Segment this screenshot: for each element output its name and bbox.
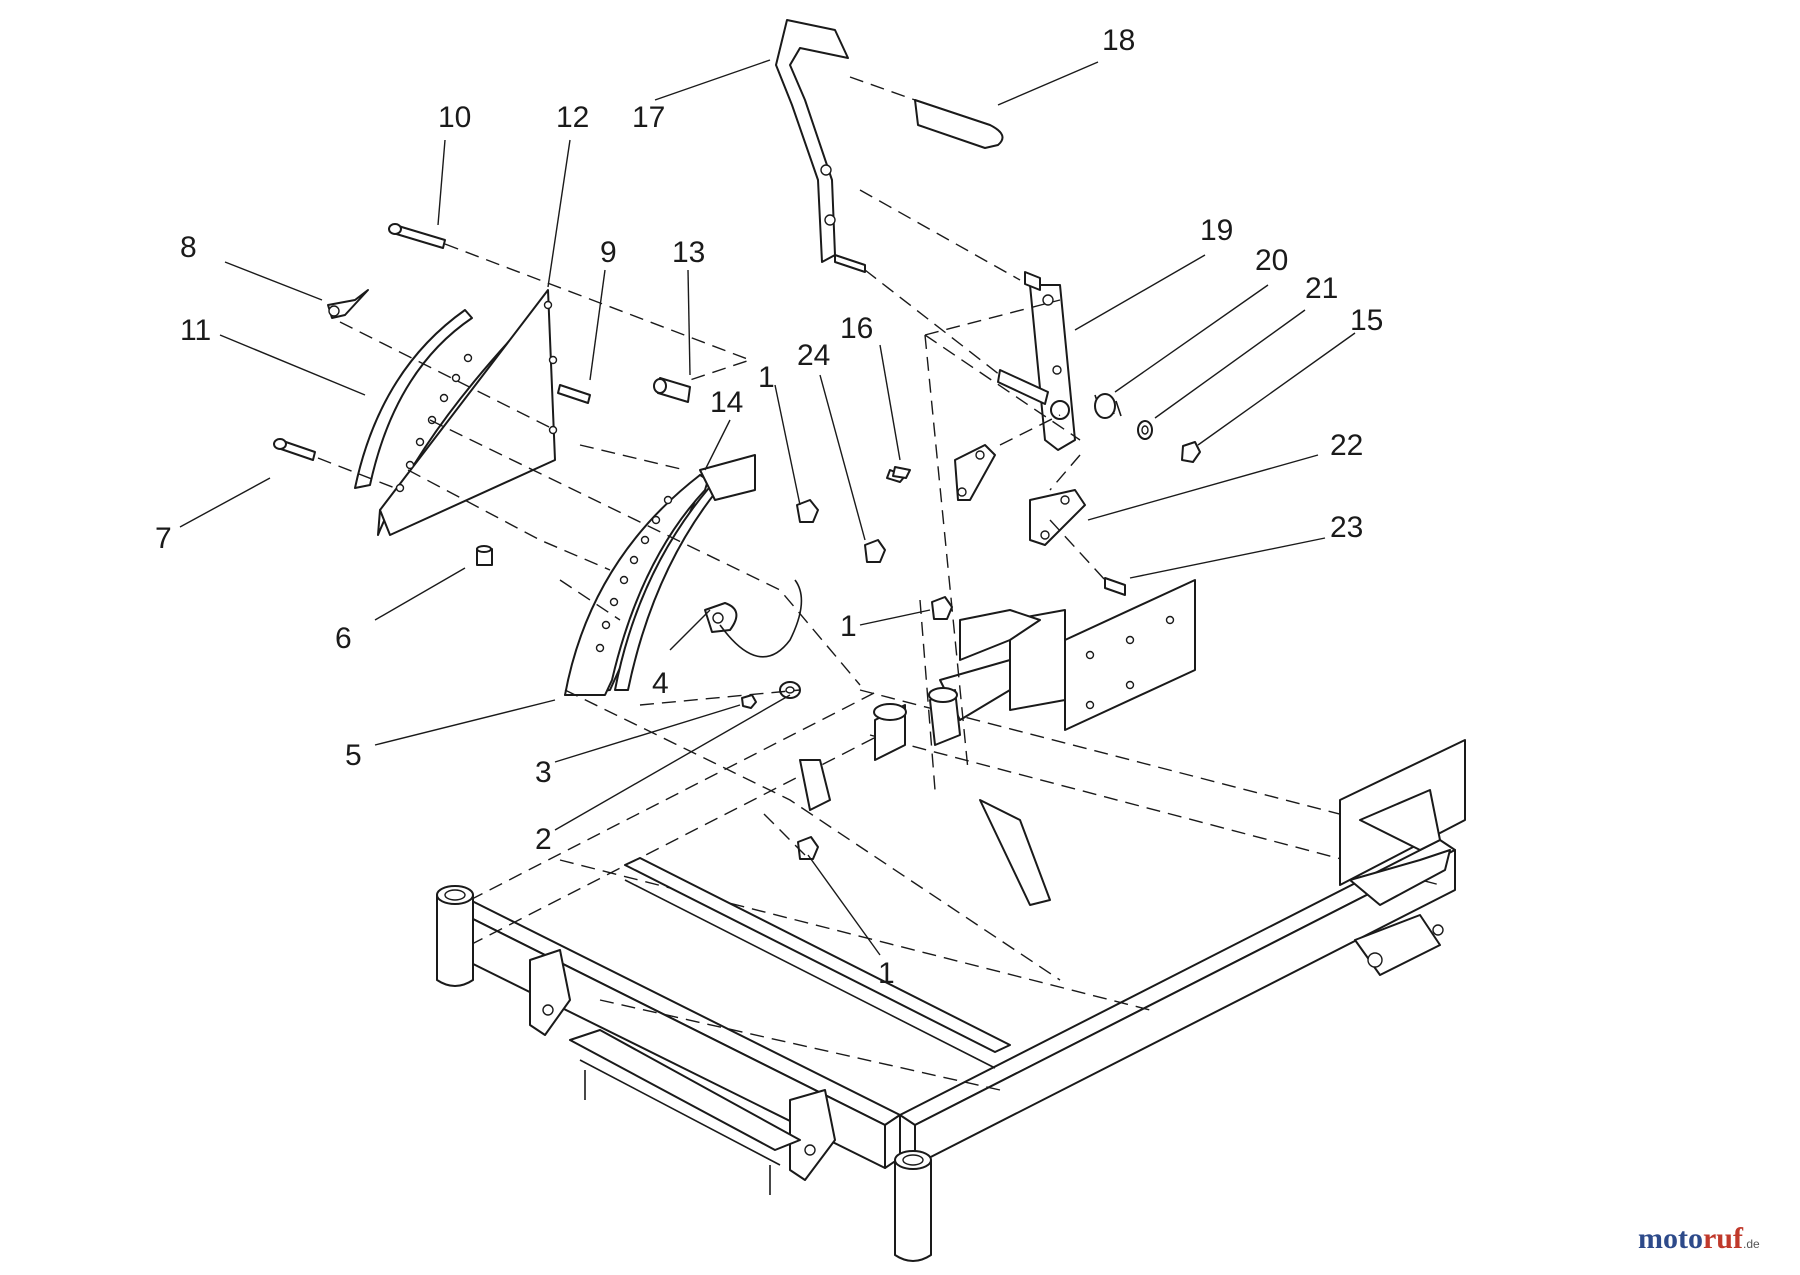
frame-assembly — [436, 689, 1466, 1262]
callout-13: 13 — [672, 236, 705, 269]
watermark-logo: motoruf.de — [1638, 1222, 1760, 1256]
callout-24: 24 — [797, 339, 830, 372]
callout-11: 11 — [180, 314, 211, 347]
leader-lines — [179, 59, 1356, 956]
callout-9: 9 — [600, 236, 617, 269]
callout-7: 7 — [155, 522, 172, 555]
watermark-tld: .de — [1742, 1237, 1760, 1251]
callout-labels: 1 1 1 1 2 3 4 5 6 7 8 9 10 11 12 13 14 1… — [155, 24, 1383, 990]
callout-5: 5 — [345, 739, 362, 772]
link-arm — [886, 271, 1201, 596]
callout-3: 3 — [535, 756, 552, 789]
watermark-brand-b: ruf — [1702, 1222, 1743, 1255]
callout-2: 2 — [535, 823, 552, 856]
callout-19: 19 — [1200, 214, 1233, 247]
callout-14: 14 — [710, 386, 743, 419]
callout-17: 17 — [632, 101, 665, 134]
callout-15: 15 — [1350, 304, 1383, 337]
callout-10: 10 — [438, 101, 471, 134]
callout-20: 20 — [1255, 244, 1288, 277]
assembly-lines — [317, 76, 1106, 981]
callout-12: 12 — [556, 101, 589, 134]
callout-21: 21 — [1305, 272, 1338, 305]
callout-23: 23 — [1330, 511, 1363, 544]
callout-8: 8 — [180, 231, 197, 264]
callout-6: 6 — [335, 622, 352, 655]
callout-16: 16 — [840, 312, 873, 345]
callout-18: 18 — [1102, 24, 1135, 57]
callout-1-b: 1 — [840, 610, 857, 643]
callout-22: 22 — [1330, 429, 1363, 462]
pedal-arm — [775, 19, 1004, 273]
mount-plate — [873, 579, 1196, 761]
callout-1-c: 1 — [878, 957, 895, 990]
watermark-brand-a: moto — [1638, 1222, 1703, 1255]
callout-1-a: 1 — [758, 361, 775, 394]
callout-4: 4 — [652, 667, 669, 700]
